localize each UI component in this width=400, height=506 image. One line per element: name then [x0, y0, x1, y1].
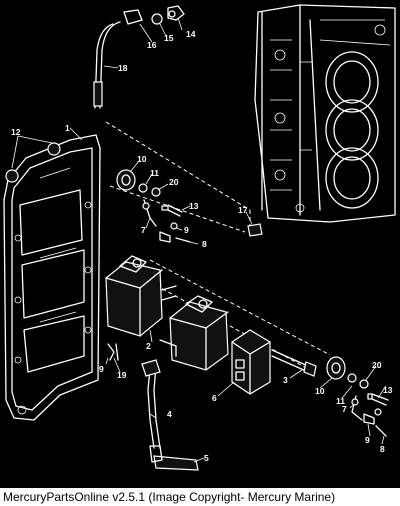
image-caption: MercuryPartsOnline v2.5.1 (Image Copyrig… — [0, 488, 400, 506]
callout-20-upper: 20 — [169, 177, 179, 187]
callout-5: 5 — [204, 453, 209, 463]
callout-13-lower: 13 — [383, 385, 393, 395]
callout-19: 19 — [117, 370, 127, 380]
callout-9-clip: 9 — [99, 364, 104, 374]
callout-10-upper: 10 — [137, 154, 147, 164]
callout-16: 16 — [147, 40, 157, 50]
grommets — [5, 135, 61, 183]
leader-lines — [69, 17, 387, 463]
mounting-plate — [3, 134, 101, 421]
callout-18: 18 — [118, 63, 128, 73]
callout-10-lower: 10 — [315, 386, 325, 396]
ignition-coils — [105, 255, 229, 371]
callout-11-lower: 11 — [336, 396, 345, 406]
callout-labels: 1 2 3 4 5 6 7 8 9 10 11 12 13 14 15 16 1… — [11, 29, 393, 463]
callout-4: 4 — [167, 409, 172, 419]
upper-hardware — [116, 169, 191, 243]
callout-15: 15 — [164, 33, 174, 43]
spark-plug-lead — [141, 359, 199, 471]
module-6 — [231, 329, 271, 395]
callout-11-upper: 11 — [150, 168, 159, 178]
callout-1: 1 — [65, 123, 70, 133]
bolt-3 — [271, 349, 317, 377]
fuel-line — [93, 5, 185, 109]
lower-hardware — [326, 356, 389, 437]
callout-20-lower: 20 — [372, 360, 382, 370]
callout-13-upper: 13 — [189, 201, 199, 211]
callout-6: 6 — [212, 393, 217, 403]
callout-17: 17 — [238, 205, 248, 215]
callout-12: 12 — [11, 127, 21, 137]
clip-19 — [107, 343, 119, 361]
engine-block — [254, 4, 396, 223]
callout-7-upper: 7 — [141, 225, 146, 235]
callout-8-upper: 8 — [202, 239, 207, 249]
alignment-lines — [105, 121, 331, 371]
callout-9-lower: 9 — [365, 435, 370, 445]
callout-9-upper: 9 — [184, 225, 189, 235]
callout-3: 3 — [283, 375, 288, 385]
callout-8-lower: 8 — [380, 444, 385, 454]
parts-diagram: 1 2 3 4 5 6 7 8 9 10 11 12 13 14 15 16 1… — [3, 4, 396, 471]
callout-14: 14 — [186, 29, 196, 39]
callout-2: 2 — [146, 341, 151, 351]
fitting-17 — [247, 223, 263, 237]
callout-7-lower: 7 — [342, 404, 347, 414]
